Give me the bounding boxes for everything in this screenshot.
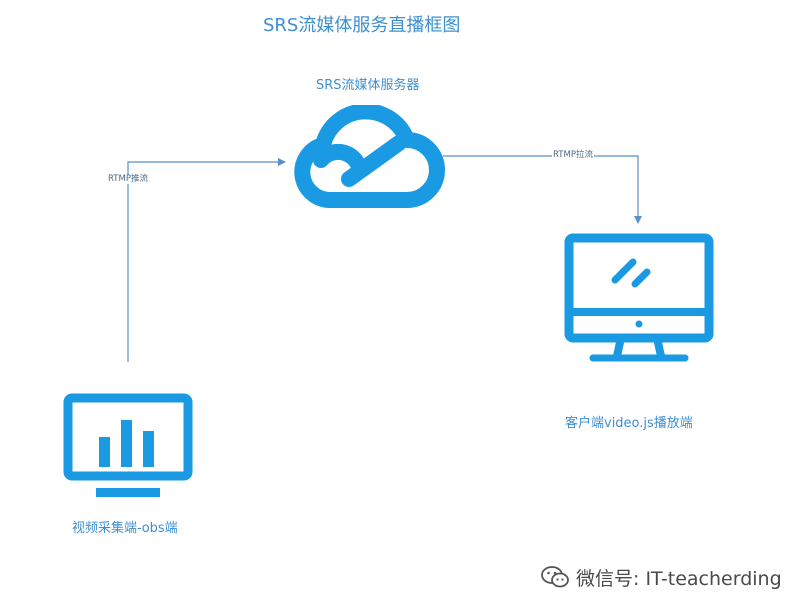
monitor-icon [564, 233, 714, 362]
client-label: 客户端video.js播放端 [565, 416, 693, 431]
cloud-icon [294, 105, 445, 208]
server-label: SRS流媒体服务器 [316, 78, 420, 93]
pull-connector [443, 155, 642, 224]
push-edge-label: RTMP推流 [107, 174, 149, 184]
watermark: 微信号: IT-teacherding [540, 562, 782, 592]
wechat-icon [541, 566, 569, 588]
watermark-text: 微信号: IT-teacherding [576, 567, 782, 590]
diagram-title: SRS流媒体服务直播框图 [263, 15, 461, 36]
bar-chart-monitor-icon [63, 393, 193, 497]
source-label: 视频采集端-obs端 [72, 521, 178, 536]
push-connector [127, 158, 286, 362]
pull-edge-label: RTMP拉流 [552, 150, 594, 160]
